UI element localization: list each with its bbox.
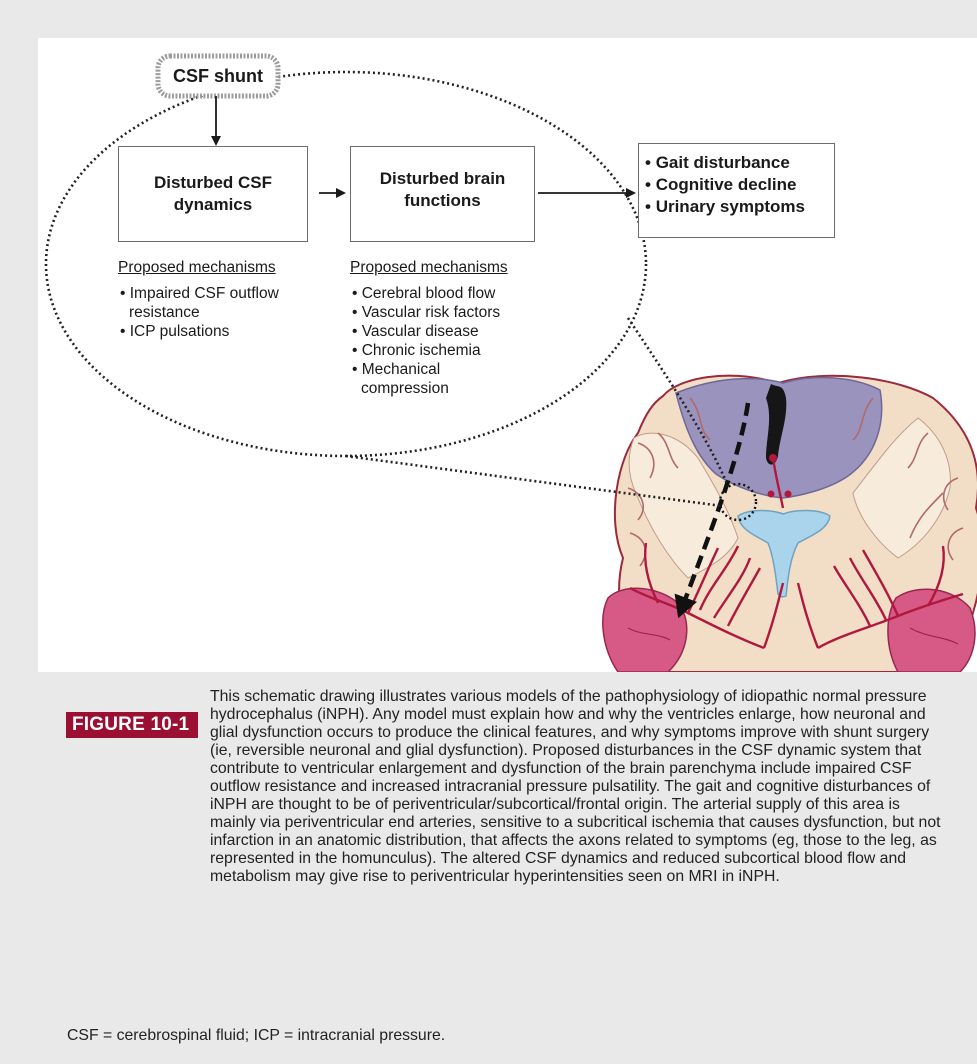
symptom-item: • Cognitive decline [645,175,797,194]
arteries [629,457,964,650]
mechanisms-csf-heading: Proposed mechanisms [118,259,276,276]
caption-body: This schematic drawing illustrates vario… [210,688,941,885]
temporal-lobe-left [602,587,688,672]
lateral-ventricles [737,509,831,598]
shunt-box-border [155,53,281,99]
symptom-item: • Urinary symptoms [645,197,805,216]
mechanism-item: • Impaired CSF outflow resistance [120,285,279,321]
dotted-connector-bottom [345,454,723,508]
box2-label: Disturbed brain functions [379,169,506,210]
mechanisms-brain-heading: Proposed mechanisms [350,259,508,276]
diagram-panel: CSF shunt Disturbed CSF dynamics Disturb… [38,38,977,672]
disturbed-csf-dynamics-box: Disturbed CSF dynamics [118,146,308,242]
temporal-lobe-right [887,588,976,672]
mechanism-item: • Vascular risk factors [352,304,501,321]
figure-label: FIGURE 10-1 [66,712,199,738]
gyri-lines [627,397,964,567]
brain-illustration [602,374,977,672]
disturbed-brain-functions-box: Disturbed brain functions [350,146,535,242]
mechanism-item: • Cerebral blood flow [352,285,496,302]
homunculus-arrow [674,402,751,619]
symptom-item: • Gait disturbance [645,153,790,172]
box1-label: Disturbed CSF dynamics [153,173,273,214]
abbreviations: CSF = cerebrospinal fluid; ICP = intracr… [67,1027,446,1044]
shunt-label: CSF shunt [173,65,263,86]
mechanisms-brain: Proposed mechanisms • Cerebral blood flo… [350,258,550,398]
mechanism-item: • Mechanical compression [352,361,449,397]
diagram-canvas [44,53,977,672]
mechanisms-csf: Proposed mechanisms • Impaired CSF outfl… [118,258,328,341]
mechanism-item: • Vascular disease [352,323,479,340]
dotted-connector-right [626,317,730,487]
midline-fissure [766,384,787,465]
figure-caption: This schematic drawing illustrates vario… [67,688,947,886]
mechanism-item: • ICP pulsations [120,323,230,340]
white-matter-right [852,417,951,559]
mechanism-item: • Chronic ischemia [352,342,481,359]
white-matter-left [628,432,739,579]
symptoms-box: • Gait disturbance • Cognitive decline •… [638,143,835,238]
